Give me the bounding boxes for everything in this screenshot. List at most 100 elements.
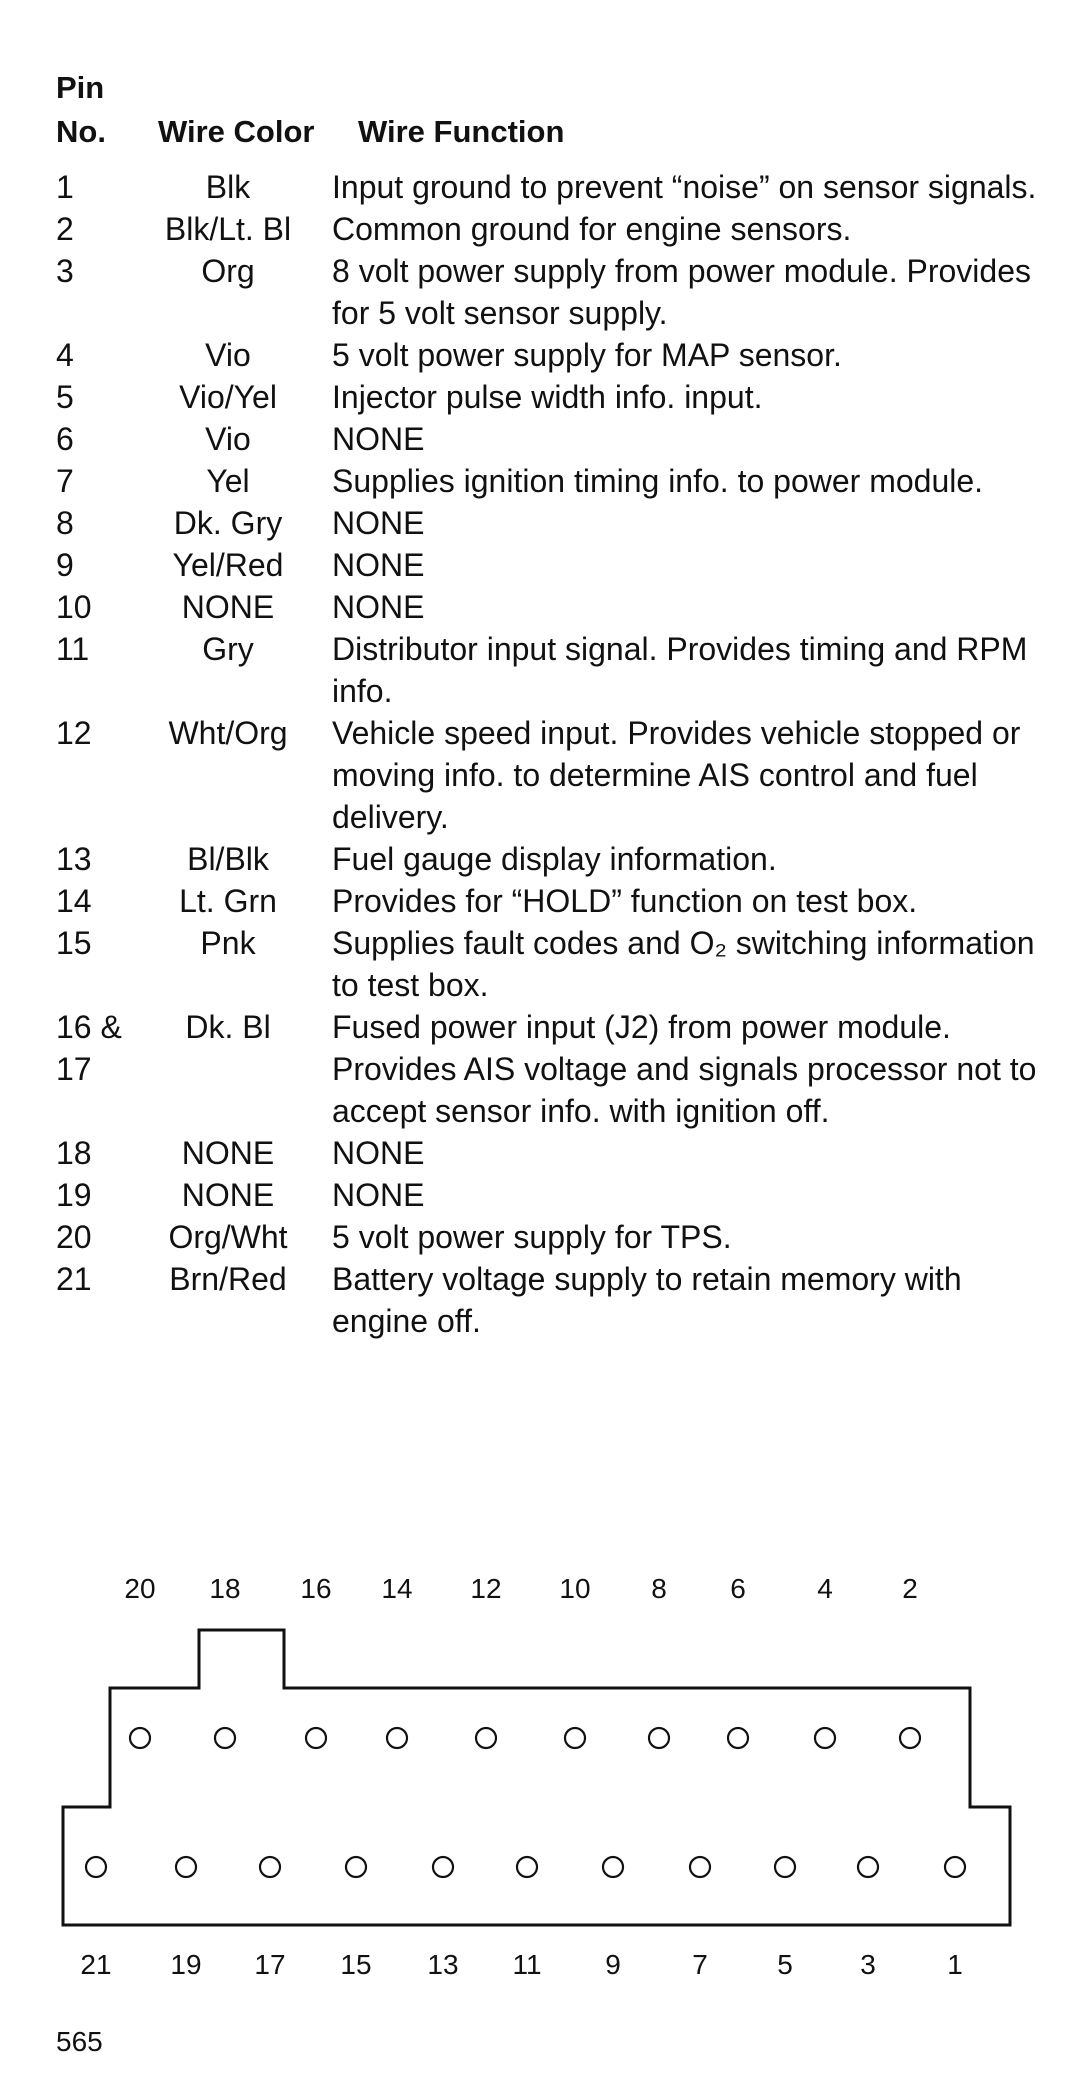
pin-label-bottom: 11	[512, 1949, 541, 1980]
wire-color: Wht/Org	[168, 715, 288, 751]
wire-color: Blk/Lt. Bl	[164, 211, 292, 247]
pin-table: 1 Blk Input ground to prevent “noise” on s…	[56, 166, 1061, 1342]
wire-color: Vio/Yel	[179, 379, 277, 415]
wire-color: Yel/Red	[172, 547, 284, 583]
pin-hole	[856, 1855, 880, 1879]
pin-label-bottom: 9	[605, 1949, 621, 1980]
wire-color: Vio	[205, 421, 251, 457]
pin-number: 8	[56, 505, 74, 541]
wire-color: Dk. Bl	[185, 1009, 271, 1045]
pin-number: 9	[56, 547, 74, 583]
wire-function: NONE	[332, 589, 425, 625]
pin-hole	[726, 1726, 750, 1750]
pin-label-bottom: 1	[947, 1949, 963, 1980]
wire-function: NONE	[332, 547, 425, 583]
wire-function: Supplies fault codes and O₂ switching in…	[332, 925, 1035, 1003]
wire-function: Distributor input signal. Provides timin…	[332, 631, 1028, 709]
page-number: 565	[56, 2026, 103, 2057]
wire-function: Input ground to prevent “noise” on senso…	[332, 169, 1037, 205]
wire-function: Provides for “HOLD” function on test box…	[332, 883, 918, 919]
pin-label-top: 14	[381, 1573, 412, 1604]
pin-number: 2	[56, 211, 74, 247]
pin-number: 16 & 17	[56, 1009, 122, 1087]
pin-hole	[84, 1855, 108, 1879]
pin-number: 13	[56, 841, 92, 877]
wire-function: 8 volt power supply from power module. P…	[332, 253, 1031, 331]
pin-number: 5	[56, 379, 74, 415]
wire-function: 5 volt power supply for MAP sensor.	[332, 337, 842, 373]
pin-number: 4	[56, 337, 74, 373]
wire-function: Injector pulse width info. input.	[332, 379, 763, 415]
pin-label-bottom: 19	[170, 1949, 201, 1980]
table-row: 8 Dk. Gry NONE	[56, 502, 1061, 544]
pin-label-bottom: 7	[692, 1949, 708, 1980]
pin-number: 21	[56, 1261, 92, 1297]
wire-function: NONE	[332, 1177, 425, 1213]
wire-color: Gry	[202, 631, 254, 667]
pin-hole	[898, 1726, 922, 1750]
pin-label-bottom: 5	[777, 1949, 793, 1980]
wire-color: NONE	[181, 1135, 275, 1171]
pin-number: 18	[56, 1135, 92, 1171]
pin-hole	[385, 1726, 409, 1750]
pin-hole	[474, 1726, 498, 1750]
pin-label-bottom: 13	[427, 1949, 458, 1980]
pin-label-top: 6	[730, 1573, 746, 1604]
wire-color: Vio	[205, 337, 251, 373]
pin-number: 15	[56, 925, 92, 961]
wire-color: Lt. Grn	[179, 883, 277, 919]
wire-function: Supplies ignition timing info. to power …	[332, 463, 984, 499]
pin-hole	[688, 1855, 712, 1879]
header-wire-function: Wire Function	[358, 114, 565, 149]
wire-color: Dk. Gry	[173, 505, 283, 541]
pin-hole	[344, 1855, 368, 1879]
pin-number: 3	[56, 253, 74, 289]
header-pin-line2: No.	[56, 114, 106, 149]
pin-hole	[773, 1855, 797, 1879]
pin-number: 10	[56, 589, 92, 625]
pin-label-top: 12	[470, 1573, 501, 1604]
wire-function: 5 volt power supply for TPS.	[332, 1219, 732, 1255]
pin-label-bottom: 15	[340, 1949, 371, 1980]
header-pin-line1: Pin	[56, 70, 105, 105]
pin-label-top: 8	[651, 1573, 667, 1604]
pin-label-top: 2	[902, 1573, 918, 1604]
table-row: 16 & 17 Dk. Bl Fused power input (J2) from…	[56, 1006, 1061, 1132]
pin-hole	[304, 1726, 328, 1750]
table-row: 9 Yel/Red NONE	[56, 544, 1061, 586]
pin-hole	[943, 1855, 967, 1879]
wire-color: Pnk	[200, 925, 256, 961]
table-row: 15 Pnk Supplies fault codes and O₂ switchi…	[56, 922, 1061, 1006]
pin-number: 1	[56, 169, 74, 205]
table-row: 5 Vio/Yel Injector pulse width info. input…	[56, 376, 1061, 418]
pin-label-top: 20	[124, 1573, 155, 1604]
wire-function: Fuel gauge display information.	[332, 841, 777, 877]
pin-hole	[813, 1726, 837, 1750]
wire-color: Brn/Red	[169, 1261, 287, 1297]
pin-hole	[258, 1855, 282, 1879]
connector-pins	[84, 1726, 967, 1879]
wire-function: Vehicle speed input. Provides vehicle st…	[332, 715, 1021, 835]
pin-number: 11	[56, 631, 90, 667]
wire-function: NONE	[332, 1135, 425, 1171]
pin-label-bottom: 17	[254, 1949, 285, 1980]
pin-number: 20	[56, 1219, 92, 1255]
table-row: 1 Blk Input ground to prevent “noise” on s…	[56, 166, 1061, 208]
wire-color: NONE	[181, 1177, 275, 1213]
pin-label-top: 4	[817, 1573, 833, 1604]
wire-function: NONE	[332, 505, 425, 541]
pin-hole	[601, 1855, 625, 1879]
wire-color: Blk	[205, 169, 251, 205]
wire-function: Fused power input (J2) from power module…	[332, 1009, 1037, 1129]
pin-label-bottom: 21	[80, 1949, 111, 1980]
pin-number: 6	[56, 421, 74, 457]
